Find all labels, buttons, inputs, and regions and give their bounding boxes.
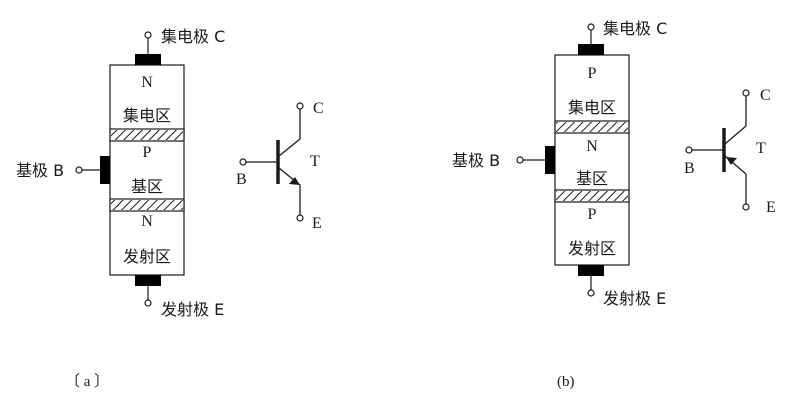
b-transistor-body xyxy=(554,54,630,266)
a-collector-junction-hatch xyxy=(111,130,183,140)
b-collector-junction-hatch xyxy=(556,122,628,132)
a-emitter-arrow xyxy=(289,177,300,185)
b-emitter-contact xyxy=(578,265,604,276)
a-bottom-region-name: 发射区 xyxy=(123,247,171,266)
a-caption: 〔 a 〕 xyxy=(65,373,109,390)
a-top-region-type: N xyxy=(141,74,153,91)
a-emitter-label: 发射极 E xyxy=(161,300,224,319)
b-bottom-region-name: 发射区 xyxy=(568,239,616,258)
b-mid-region-type: N xyxy=(586,138,598,155)
diagram-a: 集电极 C 基极 B 发射极 E N 集电区 P 基区 N 发射区 xyxy=(16,27,324,390)
a-collector-label: 集电极 C xyxy=(161,27,225,46)
a-top-region-name: 集电区 xyxy=(123,106,171,125)
b-bottom-region-type: P xyxy=(588,206,597,223)
a-mid-region-type: P xyxy=(143,144,152,161)
b-base-terminal xyxy=(516,156,524,164)
b-mid-region-name: 基区 xyxy=(576,169,608,188)
b-collector-label: 集电极 C xyxy=(603,19,667,38)
b-symbol-e: E xyxy=(766,199,776,216)
a-mid-region-name: 基区 xyxy=(131,177,163,196)
b-emitter-junction-hatch xyxy=(556,191,628,201)
a-npn-symbol xyxy=(239,102,304,222)
b-emitter-terminal xyxy=(587,289,595,297)
b-symbol-c: C xyxy=(760,87,771,104)
a-symbol-e: E xyxy=(312,215,322,232)
a-base-contact xyxy=(100,156,110,184)
b-base-label: 基极 B xyxy=(452,151,500,170)
a-bottom-region-type: N xyxy=(141,213,153,230)
a-symbol-b: B xyxy=(236,171,247,188)
b-base-contact xyxy=(545,146,555,174)
a-symbol-c: C xyxy=(313,100,324,117)
b-pnp-symbol xyxy=(685,89,750,211)
a-base-terminal xyxy=(75,166,83,174)
b-top-region-name: 集电区 xyxy=(568,98,616,117)
b-symbol-b: B xyxy=(684,160,695,177)
b-caption: (b) xyxy=(557,374,575,390)
a-base-label: 基极 B xyxy=(16,161,64,180)
b-emitter-arrow xyxy=(726,157,737,165)
a-emitter-contact xyxy=(135,275,161,286)
a-transistor-body xyxy=(109,64,185,276)
b-collector-contact xyxy=(578,44,604,55)
a-emitter-junction-hatch xyxy=(111,200,183,210)
b-collector-terminal xyxy=(587,23,595,31)
a-emitter-terminal xyxy=(144,299,152,307)
a-symbol-t: T xyxy=(310,153,320,170)
a-collector-contact xyxy=(135,54,161,65)
b-emitter-label: 发射极 E xyxy=(603,289,666,308)
b-symbol-t: T xyxy=(756,140,766,157)
b-top-region-type: P xyxy=(588,65,597,82)
diagram-b: 集电极 C 基极 B 发射极 E P 集电区 N 基区 P 发射区 C B xyxy=(452,19,776,390)
a-collector-terminal xyxy=(144,31,152,39)
